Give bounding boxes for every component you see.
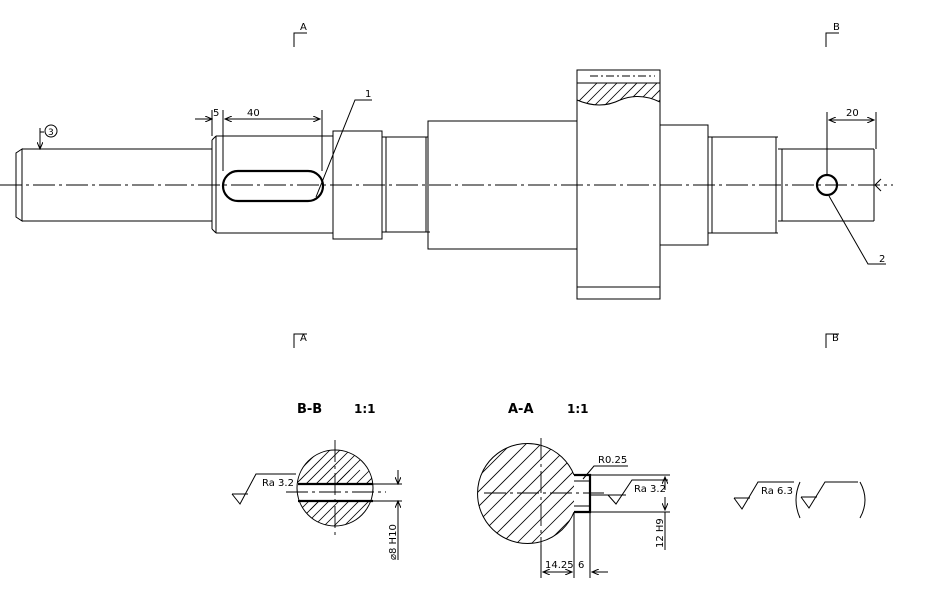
callout-1-label: 1: [365, 89, 371, 100]
roughness-basic-symbol: [800, 481, 858, 509]
section-bb: B-B 1:1 Ra 3.2: [231, 402, 402, 560]
shaft-key-segment: [211, 135, 333, 234]
shaft-right-shoulder: [659, 124, 709, 246]
dimension-20: 20: [826, 108, 877, 175]
dimension-20-label: 20: [846, 108, 859, 119]
section-marker-b-top: B: [825, 22, 840, 47]
section-bb-scale: 1:1: [354, 402, 376, 416]
section-bb-hole-dim: ⌀8 H10: [388, 524, 399, 560]
section-aa-title: A-A: [508, 402, 534, 417]
section-aa-roughness: Ra 3.2: [634, 484, 666, 495]
dimension-40: 40: [225, 108, 323, 171]
section-aa-radius: R0.25: [598, 455, 627, 466]
section-marker-b-bottom-label: B: [832, 333, 839, 344]
shaft-bearing-seat-left: [382, 136, 428, 233]
section-aa: A-A 1:1 R0.25 Ra 3.2: [477, 402, 670, 578]
shaft-main-view: [0, 69, 893, 300]
section-marker-a-top: A: [293, 22, 307, 47]
dimension-5-label: 5: [213, 108, 219, 119]
section-marker-a-top-label: A: [300, 22, 307, 33]
section-bb-hatch: [297, 450, 373, 526]
shaft-right-end: [778, 148, 875, 222]
callout-2-label: 2: [879, 254, 885, 265]
callout-3-label: 3: [48, 128, 54, 138]
keyway-slot: [221, 169, 325, 203]
section-marker-a-bottom: A: [293, 333, 307, 348]
section-bb-title: B-B: [297, 402, 322, 417]
dimension-40-label: 40: [247, 108, 260, 119]
section-aa-keyway-width: 12 H9: [655, 518, 666, 548]
general-roughness-label: Ra 6.3: [761, 486, 793, 497]
shaft-left-end: [15, 148, 212, 222]
section-marker-a-bottom-label: A: [300, 333, 307, 344]
section-aa-width-dim: 6: [578, 560, 584, 571]
section-marker-b-top-label: B: [833, 22, 840, 33]
dimension-5: 5: [195, 108, 224, 171]
callout-1: 1: [315, 89, 372, 198]
section-aa-depth-dim: 14.25: [545, 560, 574, 571]
callout-2: 2: [828, 195, 886, 265]
gear-tooth-hatch: [577, 83, 660, 105]
section-bb-roughness: Ra 3.2: [262, 478, 294, 489]
general-roughness: Ra 6.3: [733, 481, 866, 519]
callout-3: 3: [40, 124, 58, 149]
shaft-bearing-seat-right: [708, 136, 778, 234]
shaft-collar: [332, 130, 383, 240]
section-marker-b-bottom: B: [825, 333, 839, 348]
section-aa-scale: 1:1: [567, 402, 589, 416]
